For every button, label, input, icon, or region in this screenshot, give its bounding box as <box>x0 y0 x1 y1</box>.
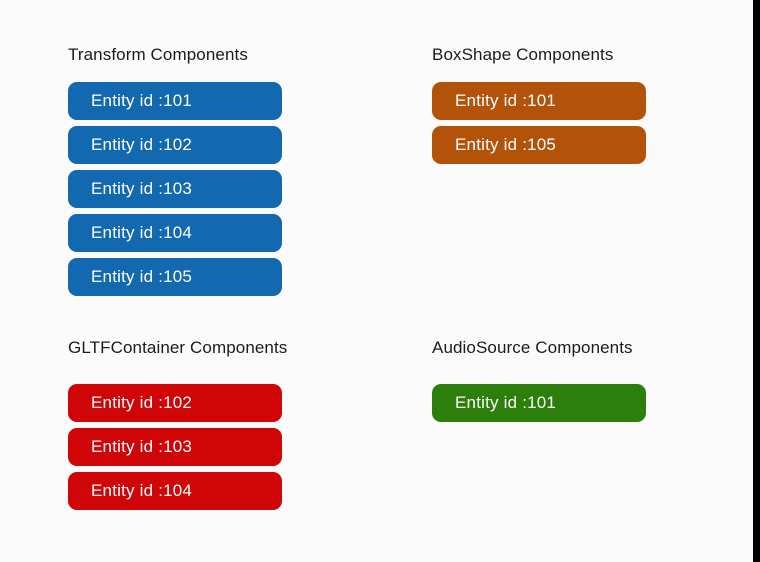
entity-chip[interactable]: Entity id :102 <box>68 384 282 422</box>
entity-chip-label: Entity id :105 <box>91 267 193 286</box>
entity-chip[interactable]: Entity id :101 <box>68 82 282 120</box>
entity-chip[interactable]: Entity id :102 <box>68 126 282 164</box>
entity-chip[interactable]: Entity id :101 <box>432 384 646 422</box>
component-group-boxshape: BoxShape Components Entity id :101 Entit… <box>432 45 646 170</box>
entity-chip[interactable]: Entity id :101 <box>432 82 646 120</box>
entity-chip-label: Entity id :102 <box>91 135 193 154</box>
entity-chip-stack-gltfcontainer: Entity id :102 Entity id :103 Entity id … <box>68 384 287 510</box>
entity-chip-label: Entity id :104 <box>91 481 193 500</box>
entity-chip-label: Entity id :103 <box>91 437 193 456</box>
component-group-audiosource: AudioSource Components Entity id :101 <box>432 338 646 428</box>
component-group-gltfcontainer: GLTFContainer Components Entity id :102 … <box>68 338 287 516</box>
entity-chip-label: Entity id :102 <box>91 393 193 412</box>
entity-chip-stack-transform: Entity id :101 Entity id :102 Entity id … <box>68 82 282 296</box>
right-edge-band <box>753 0 760 562</box>
entity-chip-label: Entity id :103 <box>91 179 193 198</box>
entity-chip-label: Entity id :101 <box>91 91 193 110</box>
entity-chip-stack-audiosource: Entity id :101 <box>432 384 646 422</box>
entity-chip[interactable]: Entity id :104 <box>68 472 282 510</box>
entity-chip[interactable]: Entity id :103 <box>68 428 282 466</box>
entity-chip-label: Entity id :104 <box>91 223 193 242</box>
entity-chip-label: Entity id :105 <box>455 135 557 154</box>
entity-chip[interactable]: Entity id :103 <box>68 170 282 208</box>
entity-chip-label: Entity id :101 <box>455 393 557 412</box>
entity-chip[interactable]: Entity id :105 <box>432 126 646 164</box>
group-title-transform: Transform Components <box>68 45 248 64</box>
entity-chip-label: Entity id :101 <box>455 91 557 110</box>
group-title-audiosource: AudioSource Components <box>432 338 633 357</box>
entity-chip[interactable]: Entity id :105 <box>68 258 282 296</box>
component-group-transform: Transform Components Entity id :101 Enti… <box>68 45 282 302</box>
entity-chip[interactable]: Entity id :104 <box>68 214 282 252</box>
entity-chip-stack-boxshape: Entity id :101 Entity id :105 <box>432 82 646 164</box>
group-title-boxshape: BoxShape Components <box>432 45 614 64</box>
group-title-gltfcontainer: GLTFContainer Components <box>68 338 288 357</box>
